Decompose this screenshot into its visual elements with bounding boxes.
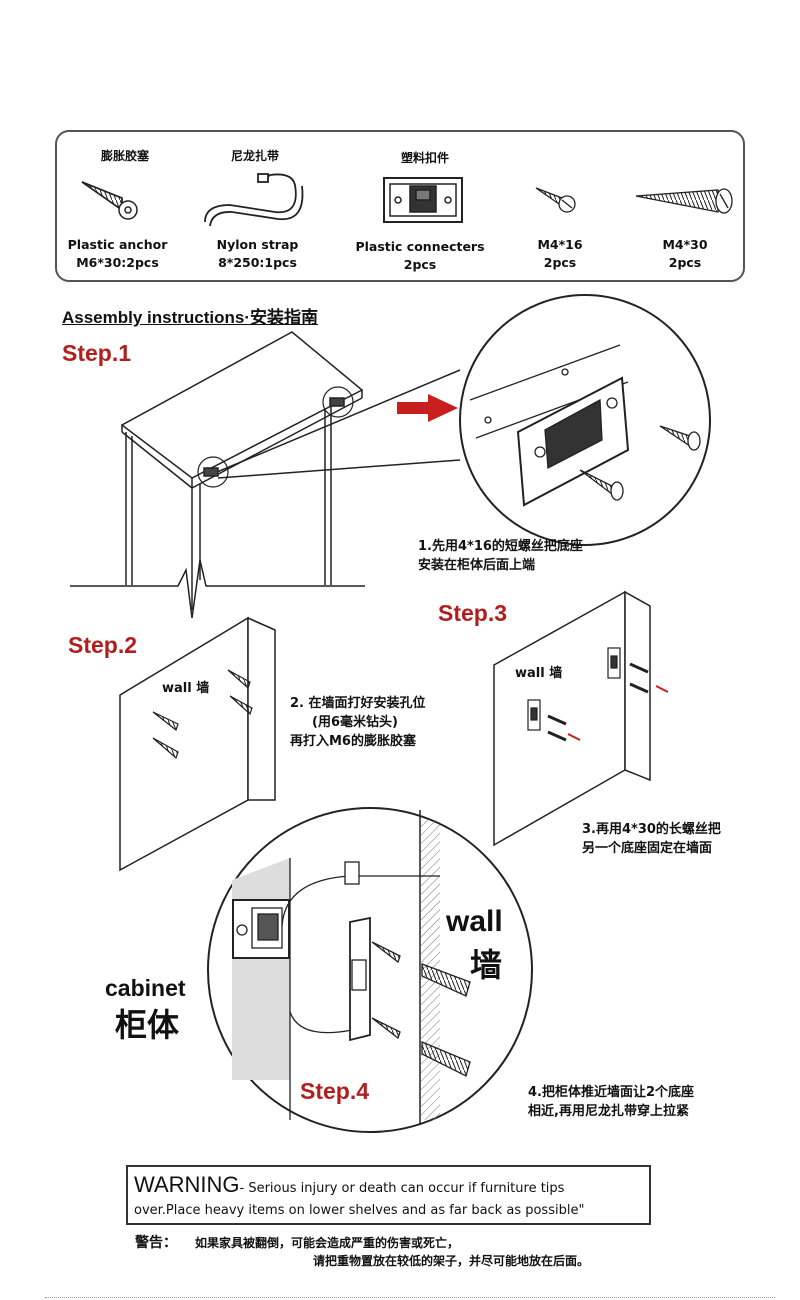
step-2-wall-label: wall 墙 (162, 681, 210, 696)
part-3-name: Plastic connecters (355, 239, 485, 254)
part-5-name: M4*30 (662, 237, 708, 252)
part-1-qty: M6*30:2pcs (76, 255, 159, 270)
part-2-qty: 8*250:1pcs (218, 255, 297, 270)
part-3-cn-name: 塑料扣件 (400, 151, 449, 165)
step3-connectors (527, 647, 669, 742)
parts-list-box (55, 130, 745, 282)
warning-title: WARNING (134, 1172, 240, 1197)
warning-box (126, 1165, 651, 1225)
assembly-heading: Assembly instructions·安装指南 (62, 308, 318, 327)
part-1-cn-name: 膨胀胶塞 (100, 149, 149, 163)
step-3-label: Step.3 (438, 600, 508, 626)
part-4-name: M4*16 (537, 237, 583, 252)
step-2-note-line-1: 2. 在墙面打好安装孔位 (290, 696, 426, 711)
warning-text-1: - Serious injury or death can occur if f… (239, 1181, 565, 1196)
step-3-note-line-1: 3.再用4*30的长螺丝把 (582, 822, 721, 837)
warning-cn-line-1: 如果家具被翻倒，可能会造成严重的伤害或死亡， (195, 1236, 460, 1250)
arrow-icon (397, 394, 458, 422)
part-1-name: Plastic anchor (67, 237, 168, 252)
step-1-note-line-2: 安装在柜体后面上端 (418, 558, 536, 573)
part-3-qty: 2pcs (403, 257, 437, 272)
part-2-name: Nylon strap (216, 237, 299, 252)
part-5-qty: 2pcs (668, 255, 702, 270)
part-2-cn-name: 尼龙扎带 (230, 149, 279, 163)
short-screw-icon (535, 187, 576, 213)
nylon-strap-icon (204, 173, 304, 227)
step4-detail-contents (232, 810, 471, 1125)
step-1-note-line-1: 1.先用4*16的短螺丝把底座 (418, 539, 583, 554)
step-2-label: Step.2 (68, 632, 138, 658)
step-3-wall-label: wall 墙 (515, 666, 563, 681)
long-screw-icon (635, 188, 733, 214)
step-4-note-line-1: 4.把柜体推近墙面让2个底座 (528, 1085, 695, 1100)
step-4-cabinet-cn: 柜体 (115, 1006, 180, 1044)
step1-detail-contents (469, 344, 701, 507)
step-4-label: Step.4 (300, 1078, 370, 1104)
step-4-note-line-2: 相近,再用尼龙扎带穿上拉紧 (528, 1104, 689, 1119)
step-4-wall-cn: 墙 (470, 946, 503, 984)
step-3-note-line-2: 另一个底座固定在墙面 (582, 841, 713, 856)
step-1-label: Step.1 (62, 340, 132, 366)
plastic-anchor-icon (81, 181, 138, 220)
plastic-connector-icon (383, 177, 463, 223)
step-2-note-line-3: 再打入M6的膨胀胶塞 (290, 734, 416, 749)
step2-wall-drawing (119, 616, 276, 872)
warning-line-1: WARNING- Serious injury or death can occ… (134, 1172, 564, 1198)
warning-cn-label: 警告： (135, 1235, 177, 1251)
step1-cabinet-drawing (70, 331, 461, 619)
warning-cn-line-2: 请把重物置放在较低的架子，并尽可能地放在后面。 (313, 1254, 590, 1268)
warning-text-2: over.Place heavy items on lower shelves … (134, 1203, 585, 1218)
part-4-qty: 2pcs (543, 255, 577, 270)
bottom-divider (45, 1297, 775, 1298)
step-2-note-line-2: (用6毫米钻头) (312, 715, 398, 730)
step3-wall-drawing (493, 590, 651, 847)
step-4-cabinet-en: cabinet (105, 975, 186, 1001)
step2-anchors (152, 669, 253, 760)
step-4-wall-en: wall (446, 905, 503, 938)
